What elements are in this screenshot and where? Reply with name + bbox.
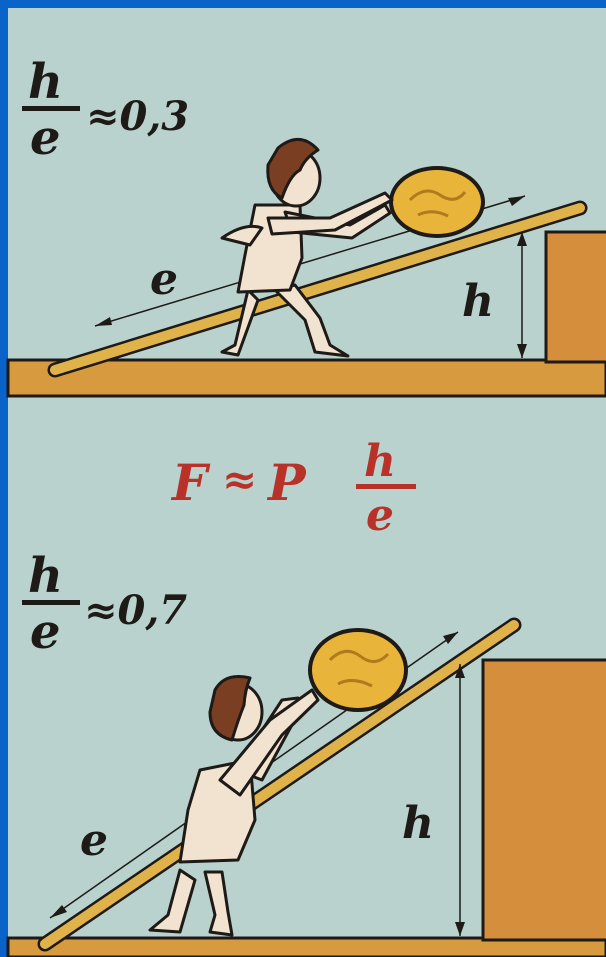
top-ratio-numerator: h	[28, 54, 63, 110]
formula-numerator: h	[364, 436, 396, 487]
formula-force: F	[170, 453, 211, 512]
bottom-floor	[6, 936, 606, 957]
top-ratio: h e ≈0,3	[22, 54, 189, 166]
top-stone	[389, 166, 485, 238]
bottom-stone	[308, 628, 408, 712]
formula: F ≈ P h e	[170, 436, 416, 541]
bottom-ratio-bar	[22, 600, 80, 605]
bottom-height-label: h	[402, 798, 434, 849]
formula-weight: P	[266, 453, 307, 512]
top-man-figure	[220, 138, 394, 358]
formula-denominator: e	[366, 490, 394, 541]
top-ratio-denominator: e	[30, 110, 61, 166]
top-length-label: e	[150, 254, 178, 305]
bottom-ratio-denominator: e	[30, 604, 61, 660]
bottom-ratio: h e ≈0,7	[22, 548, 187, 660]
top-height-label: h	[462, 276, 494, 327]
bottom-block	[481, 658, 606, 942]
top-ratio-value: ≈0,3	[86, 93, 189, 140]
bottom-ratio-value: ≈0,7	[84, 587, 187, 634]
top-panel: e h h e ≈0,3	[6, 54, 606, 398]
bottom-length-label: e	[80, 815, 108, 866]
top-block	[544, 230, 606, 364]
bottom-panel: e h h e ≈0,7	[6, 548, 606, 957]
bottom-ratio-numerator: h	[28, 548, 63, 604]
formula-bar	[356, 484, 416, 489]
top-ratio-bar	[22, 106, 80, 111]
formula-approx: ≈	[222, 455, 257, 504]
bottom-man-figure	[148, 675, 320, 937]
top-floor	[6, 358, 606, 398]
